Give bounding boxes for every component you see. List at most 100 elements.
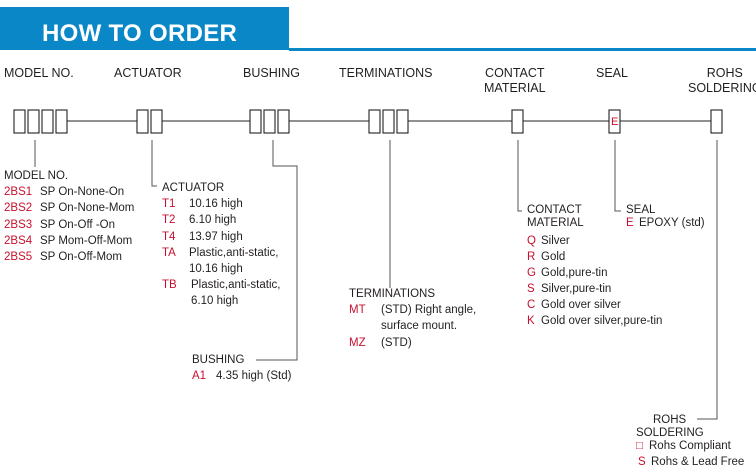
empty-box-icon: □ (636, 440, 643, 452)
option-row: T1 10.16 high (162, 196, 280, 212)
model-title: MODEL NO. (4, 170, 69, 182)
option-desc-cont: 10.16 high (189, 263, 243, 276)
option-code: T2 (162, 214, 176, 227)
option-row: C Gold over silver (527, 297, 662, 313)
option-code: T4 (162, 230, 176, 243)
contact-title-line2: MATERIAL (527, 217, 584, 229)
option-code: T1 (162, 198, 176, 211)
option-code: 2BS1 (4, 186, 33, 199)
option-desc: Gold over silver (541, 299, 621, 311)
option-desc: Rohs Compliant (649, 440, 731, 452)
leader-contact (517, 140, 522, 212)
bushing-options: BUSHING A1 4.35 high (Std) (192, 352, 291, 384)
rohs-box (710, 109, 723, 134)
option-code: S (638, 456, 646, 468)
option-row: K Gold over silver,pure-tin (527, 313, 662, 329)
termination-box-3 (396, 109, 409, 134)
option-row: □ Rohs Compliant (636, 440, 744, 453)
seal-title: SEAL (626, 204, 656, 216)
bushing-title: BUSHING (192, 354, 245, 366)
option-row: 2BS5 SP On-Off-Mom (4, 249, 134, 265)
header-rohs-line1: ROHS (706, 66, 743, 80)
header-rohs-line2: SOLDERING (688, 81, 756, 95)
leader-bushing (256, 140, 298, 361)
option-row: T4 13.97 high (162, 229, 280, 245)
section-title: HOW TO ORDER (42, 20, 238, 47)
option-desc: EPOXY (std) (639, 217, 705, 229)
option-row: S Rohs & Lead Free (636, 456, 744, 469)
option-code: Q (527, 235, 536, 247)
header-rule (289, 48, 756, 51)
leader-seal (614, 140, 621, 212)
option-row: Q Silver (527, 233, 662, 249)
option-desc-cont: surface mount. (381, 320, 458, 333)
option-code: 2BS4 (4, 234, 33, 247)
bushing-box-2 (263, 109, 276, 134)
bushing-box-1 (249, 109, 262, 134)
option-code: S (527, 283, 535, 295)
header-model: MODEL NO. (4, 66, 74, 80)
option-row: 2BS4 SP Mom-Off-Mom (4, 233, 134, 249)
option-desc: SP Mom-Off-Mom (40, 234, 133, 247)
option-desc: Gold (541, 251, 566, 263)
header-terminations: TERMINATIONS (339, 66, 433, 80)
option-desc: 13.97 high (189, 230, 243, 243)
model-box-4 (55, 109, 68, 134)
actuator-box-2 (150, 109, 163, 134)
option-row: MZ (STD) (349, 335, 476, 351)
model-box-1 (13, 109, 26, 134)
actuator-box-1 (136, 109, 149, 134)
option-row: R Gold (527, 249, 662, 265)
option-desc: Silver (541, 235, 570, 247)
option-code: A1 (192, 370, 207, 383)
option-desc: SP On-Off-Mom (40, 251, 123, 264)
rohs-title-line2: SOLDERING (636, 427, 704, 439)
option-row: A1 4.35 high (Std) (192, 368, 291, 384)
option-desc: Silver,pure-tin (541, 283, 612, 295)
option-desc: Plastic,anti-static, (191, 279, 281, 292)
actuator-options: ACTUATOR T1 10.16 high T2 6.10 high T4 13.9… (162, 180, 280, 310)
option-code: MZ (349, 336, 366, 349)
option-code: K (527, 315, 535, 327)
option-desc: 6.10 high (189, 214, 237, 227)
actuator-title: ACTUATOR (162, 182, 225, 194)
option-desc: SP On-Off -On (40, 218, 115, 231)
option-desc: Gold,pure-tin (541, 267, 608, 279)
option-desc: Plastic,anti-static, (189, 246, 279, 259)
header-bushing: BUSHING (243, 66, 300, 80)
option-desc-cont: 6.10 high (191, 295, 239, 308)
leader-rohs (697, 140, 718, 420)
option-desc: (STD) Right angle, (381, 304, 477, 317)
header-actuator: ACTUATOR (114, 66, 182, 80)
option-desc: 10.16 high (189, 198, 243, 211)
option-code: C (527, 299, 536, 311)
leader-actuator (151, 140, 157, 187)
model-box-3 (41, 109, 54, 134)
option-row: S Silver,pure-tin (527, 281, 662, 297)
header-contact-material: CONTACT MATERIAL (484, 66, 546, 96)
option-code: R (527, 251, 536, 263)
termination-box-2 (382, 109, 395, 134)
terminations-title: TERMINATIONS (349, 288, 436, 300)
option-desc: SP On-None-On (40, 186, 125, 199)
option-desc: 4.35 high (Std) (216, 370, 292, 383)
option-desc: Gold over silver,pure-tin (541, 315, 663, 327)
option-code: MT (349, 304, 366, 317)
option-desc: SP On-None-Mom (40, 202, 135, 215)
header-seal: SEAL (596, 66, 628, 80)
seal-box-value: E (611, 116, 619, 128)
option-row: T2 6.10 high (162, 212, 280, 228)
option-code: 2BS5 (4, 251, 33, 264)
option-desc: (STD) (381, 336, 412, 349)
option-desc: Rohs & Lead Free (651, 456, 745, 468)
model-box-2 (27, 109, 40, 134)
